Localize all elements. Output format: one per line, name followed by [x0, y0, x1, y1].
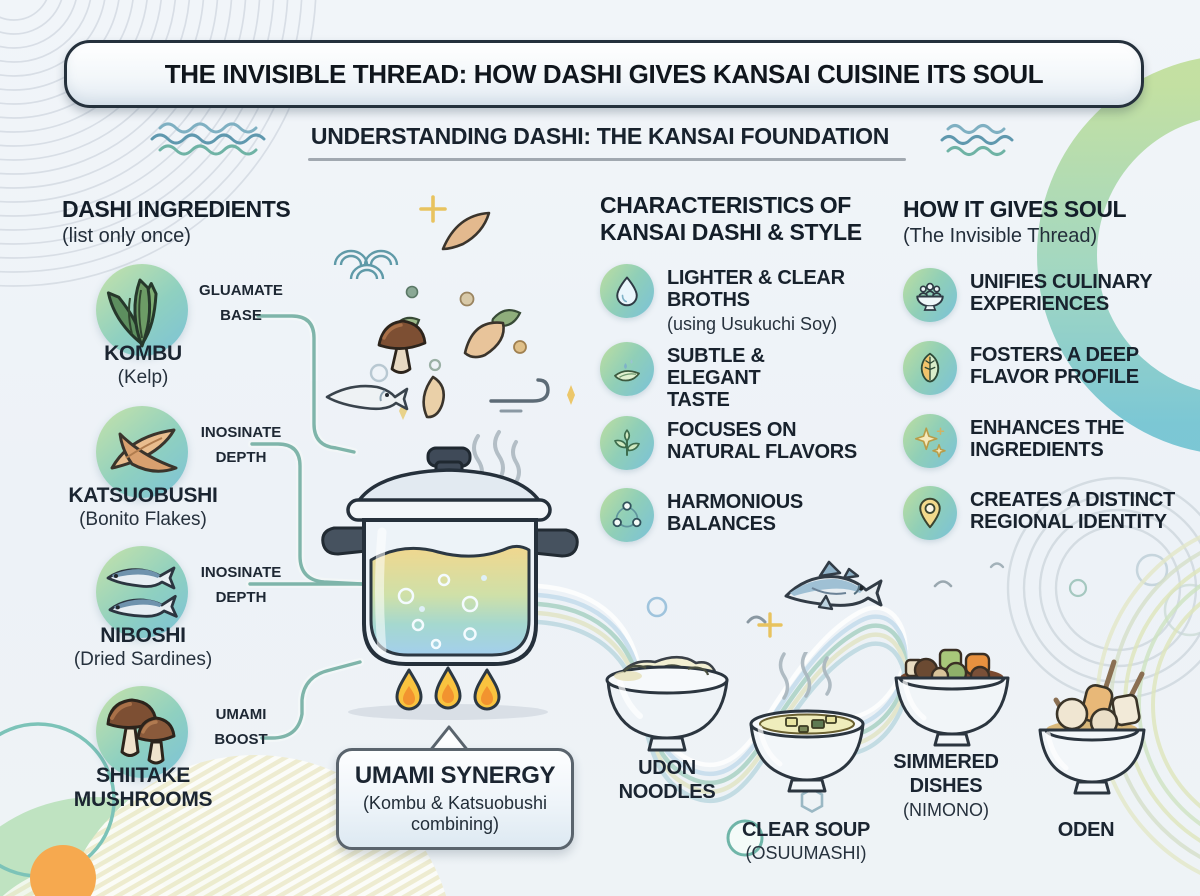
ingredient-subname: (Dried Sardines)	[73, 649, 213, 670]
dried-sardines-icon	[96, 546, 188, 638]
ingredient-tag: GLUAMATE BASE	[186, 278, 296, 328]
dish-name: UDON NOODLES	[618, 757, 716, 803]
soul-label: CREATES A DISTINCT REGIONAL IDENTITY	[970, 489, 1175, 533]
tag-line: UMAMI	[215, 706, 267, 723]
soul-item: ENHANCES THE INGREDIENTS	[903, 414, 1175, 468]
oden-bowl-icon	[1038, 659, 1146, 795]
dashi-pot-illustration	[321, 430, 579, 720]
umami-synergy-callout: UMAMI SYNERGY (Kombu & Katsuobushi combi…	[336, 748, 574, 850]
ingredient-niboshi: NIBOSHI (Dried Sardines) INOSINATE DEPTH	[50, 546, 330, 696]
soul-label: FOSTERS A DEEP FLAVOR PROFILE	[970, 344, 1139, 388]
clear-soup-bowl-icon	[749, 652, 865, 793]
ingredient-kombu: KOMBU (Kelp) GLUAMATE BASE	[50, 264, 330, 414]
soul-heading: HOW IT GIVES SOUL	[903, 196, 1127, 222]
bonito-fish-illustration	[784, 560, 883, 611]
ingredient-katsuobushi: KATSUOBUSHI (Bonito Flakes) INOSINATE DE…	[50, 406, 330, 556]
tag-line: DEPTH	[215, 449, 267, 466]
tag-line: BASE	[220, 307, 262, 324]
ingredient-name: SHIITAKE MUSHROOMS	[73, 764, 213, 811]
characteristics-heading: CHARACTERISTICS OF KANSAI DASHI & STYLE	[600, 192, 862, 246]
heading-line: CHARACTERISTICS OF	[600, 192, 851, 218]
characteristic-item: HARMONIOUS BALANCES	[600, 488, 832, 542]
ingredient-name: KATSUOBUSHI	[68, 484, 218, 507]
ingredients-note: (list only once)	[62, 225, 191, 247]
tag-line: INOSINATE	[200, 424, 282, 441]
dish-subname: (NIMONO)	[903, 800, 989, 820]
plant-icon	[600, 416, 654, 470]
title-banner: THE INVISIBLE THREAD: HOW DASHI GIVES KA…	[64, 40, 1144, 108]
bonito-flakes-icon	[96, 406, 188, 498]
soul-item: UNIFIES CULINARY EXPERIENCES	[903, 268, 1175, 322]
ingredient-subname: (Kelp)	[117, 367, 169, 388]
ingredient-shiitake: SHIITAKE MUSHROOMS UMAMI BOOST	[50, 686, 330, 836]
ingredient-tag: INOSINATE DEPTH	[186, 420, 296, 470]
characteristic-item: LIGHTER & CLEAR BROTHS (using Usukuchi S…	[600, 264, 853, 335]
characteristic-label: HARMONIOUS BALANCES	[667, 491, 803, 535]
tag-line: BOOST	[214, 731, 268, 748]
leaf-icon	[903, 341, 957, 395]
characteristic-label: SUBTLE & ELEGANT TASTE	[667, 345, 765, 411]
dish-name: ODEN	[1057, 819, 1115, 841]
characteristic-item: FOCUSES ON NATURAL FLAVORS	[600, 416, 859, 470]
dish-name: SIMMERED DISHES	[893, 751, 999, 797]
characteristic-label: FOCUSES ON NATURAL FLAVORS	[667, 419, 857, 463]
ingredient-name: NIBOSHI	[100, 624, 186, 647]
nimono-bowl-icon	[894, 648, 1010, 747]
ingredient-tag: INOSINATE DEPTH	[186, 560, 296, 610]
soul-label: ENHANCES THE INGREDIENTS	[970, 417, 1125, 461]
dish-name: CLEAR SOUP	[741, 819, 871, 841]
tag-line: INOSINATE	[200, 564, 282, 581]
page-title: THE INVISIBLE THREAD: HOW DASHI GIVES KA…	[164, 58, 1044, 89]
tag-line: GLUAMATE	[199, 282, 283, 299]
callout-title: UMAMI SYNERGY	[354, 762, 556, 789]
soul-item: FOSTERS A DEEP FLAVOR PROFILE	[903, 341, 1175, 395]
ingredient-tag: UMAMI BOOST	[186, 702, 296, 752]
balance-network-icon	[600, 488, 654, 542]
udon-bowl-icon	[605, 655, 729, 752]
soul-item: CREATES A DISTINCT REGIONAL IDENTITY	[903, 486, 1175, 540]
location-pin-icon	[903, 486, 957, 540]
subtitle-underline	[308, 158, 906, 161]
soul-label: UNIFIES CULINARY EXPERIENCES	[970, 271, 1152, 315]
shared-bowl-icon	[903, 268, 957, 322]
sparkles-icon	[903, 414, 957, 468]
ingredients-heading: DASHI INGREDIENTS	[62, 196, 291, 222]
section-subtitle: UNDERSTANDING DASHI: THE KANSAI FOUNDATI…	[310, 123, 890, 149]
characteristic-label: LIGHTER & CLEAR BROTHS	[667, 267, 845, 311]
dish-subname: (OSUUMASHI)	[745, 843, 867, 863]
callout-note: (Kombu & Katsuobushi combining)	[362, 793, 548, 834]
soul-note: (The Invisible Thread)	[903, 225, 1098, 247]
characteristic-item: SUBTLE & ELEGANT TASTE	[600, 342, 825, 411]
heading-line: KANSAI DASHI & STYLE	[600, 219, 862, 245]
ingredient-subname: (Bonito Flakes)	[79, 509, 207, 530]
floating-ingredients-illustration	[325, 195, 575, 420]
leaf-in-hand-icon	[600, 342, 654, 396]
water-drop-icon	[600, 264, 654, 318]
tag-line: DEPTH	[215, 589, 267, 606]
ingredient-name: KOMBU	[104, 342, 182, 365]
characteristic-note: (using Usukuchi Soy)	[667, 314, 838, 334]
